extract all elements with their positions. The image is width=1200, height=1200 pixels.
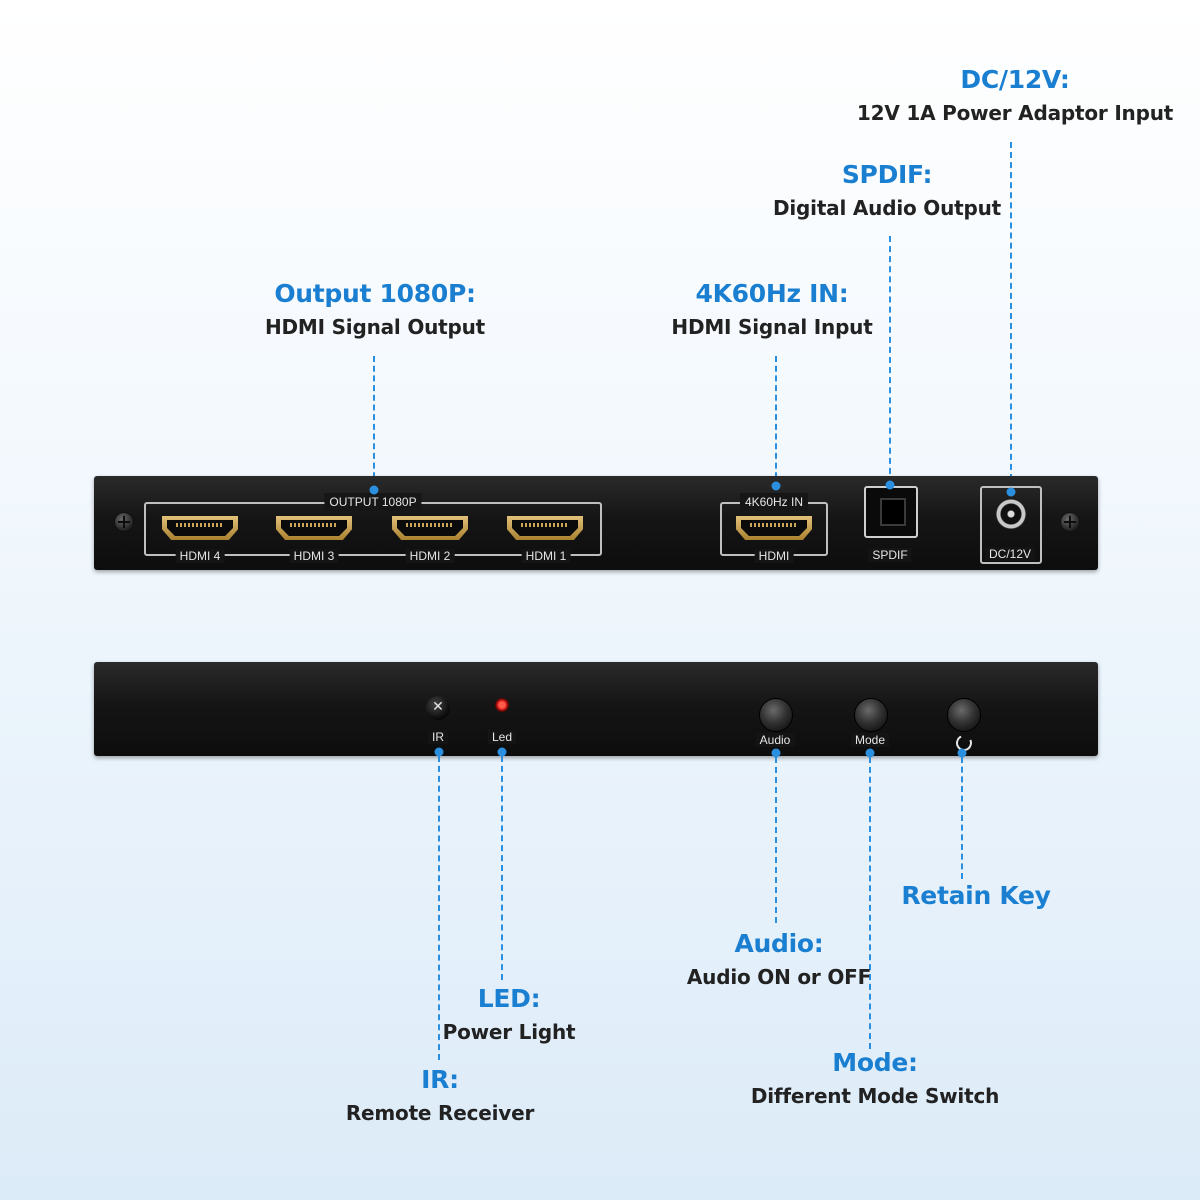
hdmi-1-label: HDMI 1 bbox=[521, 549, 571, 563]
led-title: LED: bbox=[477, 984, 541, 1013]
audio-title: Audio: bbox=[734, 929, 824, 958]
dc-description: 12V 1A Power Adaptor Input bbox=[856, 101, 1174, 125]
spdif-dot bbox=[885, 480, 895, 490]
input-leader-line bbox=[775, 356, 777, 488]
led-label: Led bbox=[487, 730, 517, 744]
dc-dot bbox=[1006, 487, 1016, 497]
input-callout: 4K60Hz IN: HDMI Signal Input bbox=[671, 278, 872, 344]
hdmi-2-port[interactable] bbox=[392, 516, 468, 540]
ir-description: Remote Receiver bbox=[345, 1101, 535, 1125]
ir-title: IR: bbox=[421, 1065, 459, 1094]
mode-description: Different Mode Switch bbox=[750, 1084, 1000, 1108]
hdmi-4-port[interactable] bbox=[162, 516, 238, 540]
mode-dot bbox=[865, 748, 875, 758]
spdif-port[interactable] bbox=[864, 486, 918, 538]
mode-title: Mode: bbox=[832, 1048, 918, 1077]
rear-panel: OUTPUT 1080P HDMI 4 HDMI 3 HDMI 2 HDMI 1… bbox=[94, 476, 1098, 570]
led-description: Power Light bbox=[442, 1020, 576, 1044]
dc-power-jack[interactable] bbox=[995, 498, 1027, 530]
retain-title: Retain Key bbox=[901, 881, 1051, 910]
led-callout: LED: Power Light bbox=[443, 983, 576, 1049]
spdif-description: Digital Audio Output bbox=[772, 196, 1002, 220]
hdmi-2-label: HDMI 2 bbox=[405, 549, 455, 563]
hdmi-3-port[interactable] bbox=[276, 516, 352, 540]
dc-title: DC/12V: bbox=[960, 65, 1070, 94]
ir-receiver-window: ✕ bbox=[426, 696, 450, 720]
ir-dot bbox=[434, 747, 444, 757]
output-title: Output 1080P: bbox=[274, 279, 476, 308]
led-dot bbox=[497, 747, 507, 757]
hdmi-1-port[interactable] bbox=[507, 516, 583, 540]
output-callout: Output 1080P: HDMI Signal Output bbox=[265, 278, 485, 344]
retain-leader-line bbox=[961, 757, 963, 879]
power-led bbox=[495, 698, 509, 712]
dc-port-frame bbox=[980, 486, 1042, 564]
mode-button[interactable] bbox=[854, 698, 888, 732]
audio-description: Audio ON or OFF bbox=[686, 965, 872, 989]
ir-leader-line bbox=[438, 756, 440, 1060]
spdif-leader-line bbox=[889, 236, 891, 484]
mode-leader-line bbox=[869, 757, 871, 1049]
dc-callout: DC/12V: 12V 1A Power Adaptor Input bbox=[857, 64, 1173, 130]
hdmi-4-label: HDMI 4 bbox=[175, 549, 225, 563]
mode-callout: Mode: Different Mode Switch bbox=[751, 1047, 999, 1113]
spdif-callout: SPDIF: Digital Audio Output bbox=[773, 159, 1001, 225]
dc-label: DC/12V bbox=[984, 547, 1036, 561]
input-dot bbox=[771, 481, 781, 491]
spdif-title: SPDIF: bbox=[841, 160, 933, 189]
input-group-label: 4K60Hz IN bbox=[739, 493, 809, 511]
ir-x-icon: ✕ bbox=[432, 699, 444, 715]
retain-callout: Retain Key bbox=[901, 880, 1051, 912]
audio-button[interactable] bbox=[759, 698, 793, 732]
dc-leader-line bbox=[1010, 142, 1012, 490]
mode-label: Mode bbox=[850, 733, 890, 747]
output-leader-line bbox=[373, 356, 375, 488]
audio-leader-line bbox=[775, 757, 777, 923]
output-description: HDMI Signal Output bbox=[264, 315, 486, 339]
spdif-label: SPDIF bbox=[868, 548, 912, 562]
audio-callout: Audio: Audio ON or OFF bbox=[687, 928, 871, 994]
output-group-label: OUTPUT 1080P bbox=[324, 493, 422, 511]
output-port-group: OUTPUT 1080P bbox=[144, 493, 602, 556]
ir-callout: IR: Remote Receiver bbox=[345, 1064, 535, 1130]
screw-icon bbox=[114, 512, 134, 532]
retain-dot bbox=[957, 748, 967, 758]
front-panel: ✕ IR Led Audio Mode bbox=[94, 662, 1098, 756]
audio-label: Audio bbox=[755, 733, 795, 747]
hdmi-input-port[interactable] bbox=[736, 516, 812, 540]
input-title: 4K60Hz IN: bbox=[695, 279, 849, 308]
input-description: HDMI Signal Input bbox=[671, 315, 873, 339]
screw-icon bbox=[1060, 512, 1080, 532]
retain-key-button[interactable] bbox=[947, 698, 981, 732]
hdmi-3-label: HDMI 3 bbox=[289, 549, 339, 563]
led-leader-line bbox=[501, 756, 503, 980]
ir-label: IR bbox=[428, 730, 448, 744]
hdmi-input-label: HDMI bbox=[754, 549, 794, 563]
output-dot bbox=[369, 485, 379, 495]
audio-dot bbox=[771, 748, 781, 758]
